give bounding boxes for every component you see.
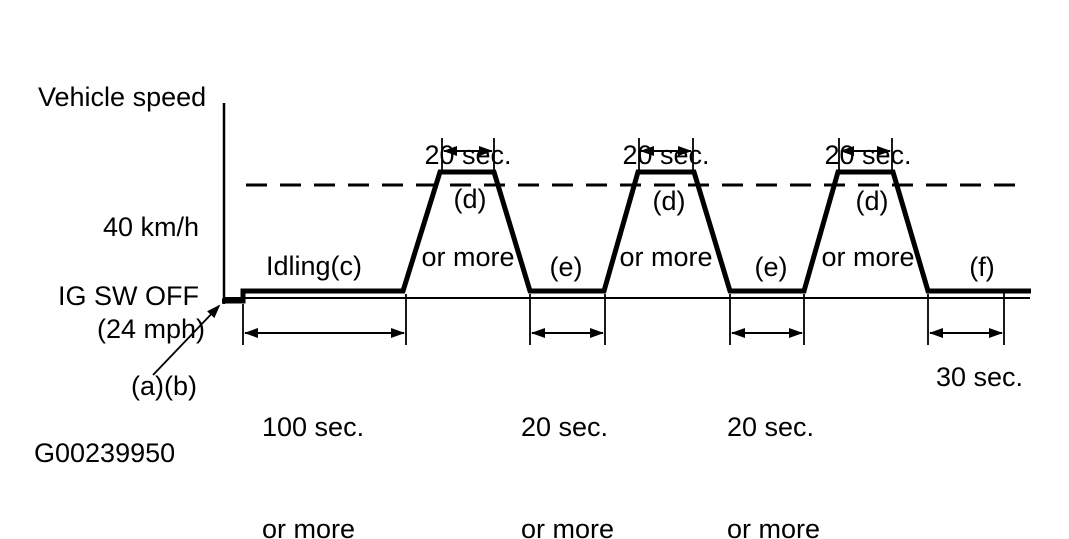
phase-d-label-3: (d): [855, 186, 889, 216]
bottom-extension-lines: [242, 291, 1005, 345]
top-dimension-label-3-line2: or more: [821, 242, 915, 272]
phase-e-label-1: (e): [549, 252, 583, 282]
bottom-dimension-label-1-line2: or more: [262, 514, 356, 539]
ig-sw-off-label: IG SW OFF: [58, 281, 199, 311]
top-dimension-label-1-line2: or more: [421, 242, 515, 272]
speed-threshold-kmh: 40 km/h: [102, 212, 200, 242]
top-dimension-label-2: 20 sec. or more: [586, 70, 746, 342]
idling-label: Idling(c): [266, 251, 363, 281]
top-dimension-label-1-line1: 20 sec.: [424, 140, 512, 170]
speed-threshold-mph: (24 mph): [96, 314, 206, 344]
top-dimension-label-2-line2: or more: [619, 242, 713, 272]
phase-d-label-2: (d): [652, 186, 686, 216]
vehicle-speed-trace: [222, 169, 1031, 304]
bottom-dimension-label-2: 20 sec. or more: [521, 342, 614, 539]
top-dimension-label-3-line1: 20 sec.: [824, 140, 912, 170]
y-axis-label: Vehicle speed: [38, 82, 207, 112]
top-dimension-label-2-line1: 20 sec.: [622, 140, 710, 170]
bottom-dimension-label-2-line2: or more: [521, 514, 615, 539]
bottom-dimension-label-1: 100 sec. or more: [262, 342, 364, 539]
bottom-dimension-label-3-line1: 20 sec.: [727, 412, 815, 442]
top-dimension-label-3: 20 sec. or more: [788, 70, 948, 342]
figure-id: G00239950: [34, 438, 176, 468]
top-dimension-label-1: 20 sec. or more: [388, 70, 548, 342]
bottom-dimension-label-2-line1: 20 sec.: [521, 412, 609, 442]
bottom-dimension-label-1-line1: 100 sec.: [262, 412, 365, 442]
phase-d-label-1: (d): [453, 184, 487, 214]
bottom-dimension-label-3-line2: or more: [727, 514, 821, 539]
phase-ab-label: (a)(b): [131, 371, 197, 401]
phase-f-label: (f): [969, 252, 995, 282]
speed-threshold-label: 40 km/h (24 mph): [66, 142, 236, 414]
origin-pointer-line: [152, 304, 221, 376]
bottom-dimension-label-3: 20 sec. or more: [727, 342, 820, 539]
bottom-dimension-label-4: 30 sec.: [936, 362, 1024, 392]
top-extension-lines: [441, 138, 893, 170]
phase-e-label-2: (e): [754, 252, 788, 282]
